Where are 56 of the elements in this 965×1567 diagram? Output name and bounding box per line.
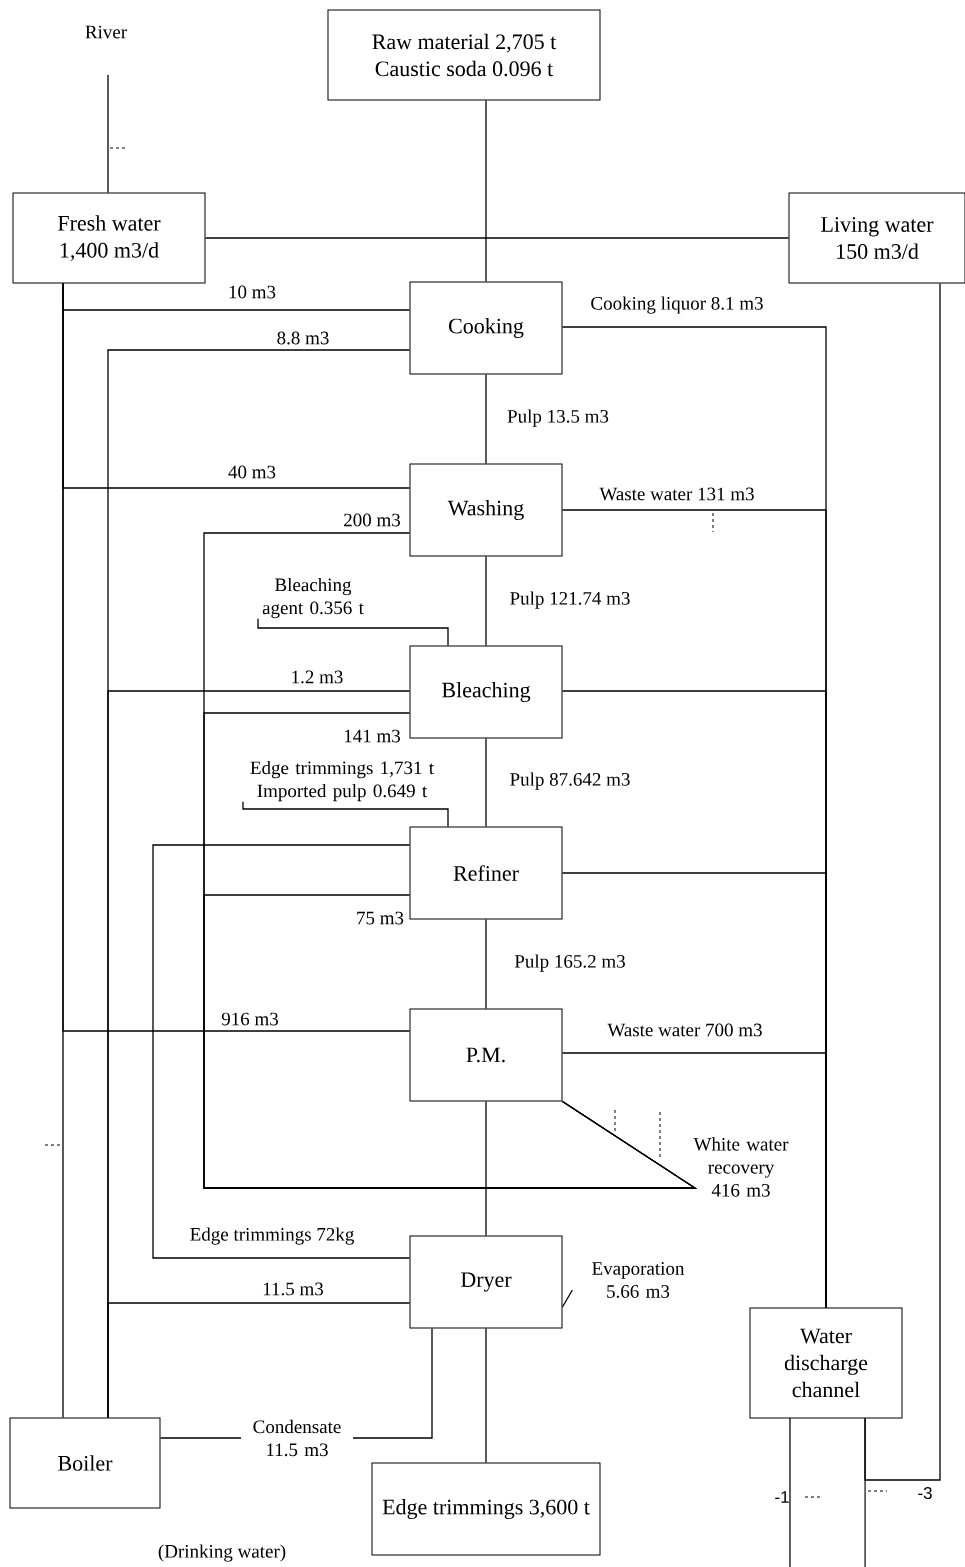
edge-label: 200 m3 bbox=[342, 512, 402, 528]
leader-line bbox=[242, 801, 449, 828]
flow-line bbox=[485, 555, 487, 647]
process-box: Raw material 2,705 t Caustic soda 0.096 t bbox=[327, 9, 601, 101]
edge-label: 916 m3 bbox=[220, 1011, 280, 1027]
flow-line bbox=[485, 99, 487, 283]
edge-label: Cooking liquor 8.1 m3 bbox=[589, 295, 765, 315]
edge-label: Waste water 131 m3 bbox=[598, 486, 756, 502]
process-box: Water discharge channel bbox=[749, 1307, 903, 1419]
edge-label: 141 m3 bbox=[342, 728, 402, 744]
flow-text: Evaporation 5.66 m3 bbox=[592, 1262, 685, 1298]
flow-line bbox=[107, 74, 109, 194]
flow-line bbox=[152, 844, 411, 1259]
edge-label: 10 m3 bbox=[227, 284, 277, 300]
process-box: Dryer bbox=[409, 1235, 563, 1329]
note-text: (Drinking water) bbox=[158, 1544, 286, 1562]
edge-label: Pulp 165.2 m3 bbox=[513, 953, 627, 973]
process-box: P.M. bbox=[409, 1008, 563, 1102]
flow-line bbox=[485, 918, 487, 1010]
flow-line bbox=[561, 1052, 827, 1309]
edge-label: 1.2 m3 bbox=[289, 669, 345, 685]
edge-label: Pulp 121.74 m3 bbox=[508, 590, 632, 610]
flow-line bbox=[62, 282, 64, 1419]
edge-label: Condensate 11.5 m3 bbox=[241, 1418, 353, 1458]
edge-label: 11.5 m3 bbox=[261, 1281, 325, 1297]
edge-label: Pulp 87.642 m3 bbox=[508, 771, 632, 791]
process-box: Fresh water 1,400 m3/d bbox=[12, 192, 206, 284]
process-box: Living water 150 m3/d bbox=[788, 192, 965, 284]
leader-line bbox=[561, 1289, 573, 1308]
flow-text: Bleaching agent 0.356 t bbox=[262, 577, 364, 619]
flow-line bbox=[485, 1327, 487, 1464]
flow-line bbox=[485, 373, 487, 465]
process-box: Washing bbox=[409, 463, 563, 557]
note-text: White water recovery 416 m3 bbox=[693, 1137, 789, 1197]
leader-line bbox=[257, 618, 449, 647]
outlet-number: -1 bbox=[775, 1491, 789, 1503]
process-box: Bleaching bbox=[409, 645, 563, 739]
flow-line bbox=[485, 737, 487, 828]
process-box: Edge trimmings 3,600 t bbox=[371, 1462, 601, 1556]
process-box: Cooking bbox=[409, 281, 563, 375]
flow-line bbox=[864, 282, 941, 1481]
edge-label: 40 m3 bbox=[227, 464, 277, 480]
flow-line bbox=[204, 237, 790, 239]
flow-text: Edge trimmings 1,731 t Imported pulp 0.649 t bbox=[250, 760, 434, 802]
process-box: Boiler bbox=[9, 1417, 161, 1509]
flow-line bbox=[107, 1302, 411, 1419]
edge-label: Pulp 13.5 m3 bbox=[506, 408, 610, 428]
flow-line bbox=[203, 894, 698, 1189]
edge-label: Waste water 700 m3 bbox=[606, 1022, 764, 1038]
flow-line bbox=[485, 1100, 487, 1237]
edge-label: 8.8 m3 bbox=[275, 330, 331, 346]
outlet-number: -3 bbox=[918, 1487, 932, 1500]
process-box: Refiner bbox=[409, 826, 563, 920]
edge-label: 75 m3 bbox=[355, 910, 405, 926]
flow-text: River bbox=[85, 25, 127, 39]
edge-label: Edge trimmings 72kg bbox=[188, 1226, 356, 1246]
